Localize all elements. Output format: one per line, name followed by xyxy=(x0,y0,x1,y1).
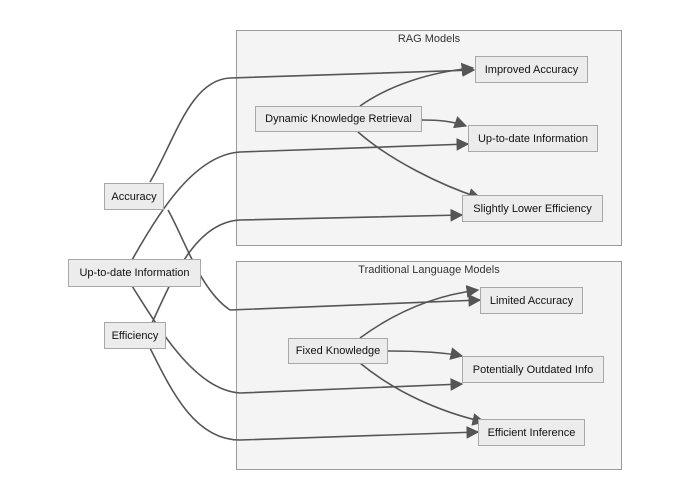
node-uptodate-information: Up-to-date Information xyxy=(68,259,201,287)
node-fixed-knowledge: Fixed Knowledge xyxy=(288,338,388,364)
edge-uptodate-to-potentially-outdated xyxy=(131,285,464,394)
node-accuracy: Accuracy xyxy=(104,183,164,210)
node-limited-accuracy: Limited Accuracy xyxy=(480,287,583,314)
node-potentially-outdated-info: Potentially Outdated Info xyxy=(462,356,604,383)
edge-uptodate-to-rag-uptodate xyxy=(131,138,470,261)
edge-efficiency-to-slightly-lower-efficiency xyxy=(151,208,464,324)
edge-efficiency-to-efficient-inference xyxy=(149,347,480,441)
node-rag-uptodate-information: Up-to-date Information xyxy=(468,125,598,152)
edge-fixed-knowledge-to-potentially-outdated xyxy=(387,347,464,360)
node-improved-accuracy: Improved Accuracy xyxy=(475,56,588,83)
traditional-models-title: Traditional Language Models xyxy=(358,264,500,276)
edge-fixed-knowledge-to-limited-accuracy xyxy=(359,285,480,339)
edge-dynamic-retrieval-to-slightly-lower-efficiency xyxy=(357,131,482,201)
node-slightly-lower-efficiency: Slightly Lower Efficiency xyxy=(462,195,603,222)
edge-accuracy-to-improved-accuracy xyxy=(149,63,476,183)
edge-dynamic-retrieval-to-rag-uptodate xyxy=(421,116,468,129)
node-dynamic-knowledge-retrieval: Dynamic Knowledge Retrieval xyxy=(255,106,422,132)
edge-accuracy-to-limited-accuracy xyxy=(167,209,482,311)
node-efficient-inference: Efficient Inference xyxy=(478,419,585,446)
rag-models-title: RAG Models xyxy=(397,33,461,45)
edge-fixed-knowledge-to-efficient-inference xyxy=(359,362,486,426)
edge-dynamic-retrieval-to-improved-accuracy xyxy=(359,62,475,107)
node-efficiency: Efficiency xyxy=(104,322,166,349)
